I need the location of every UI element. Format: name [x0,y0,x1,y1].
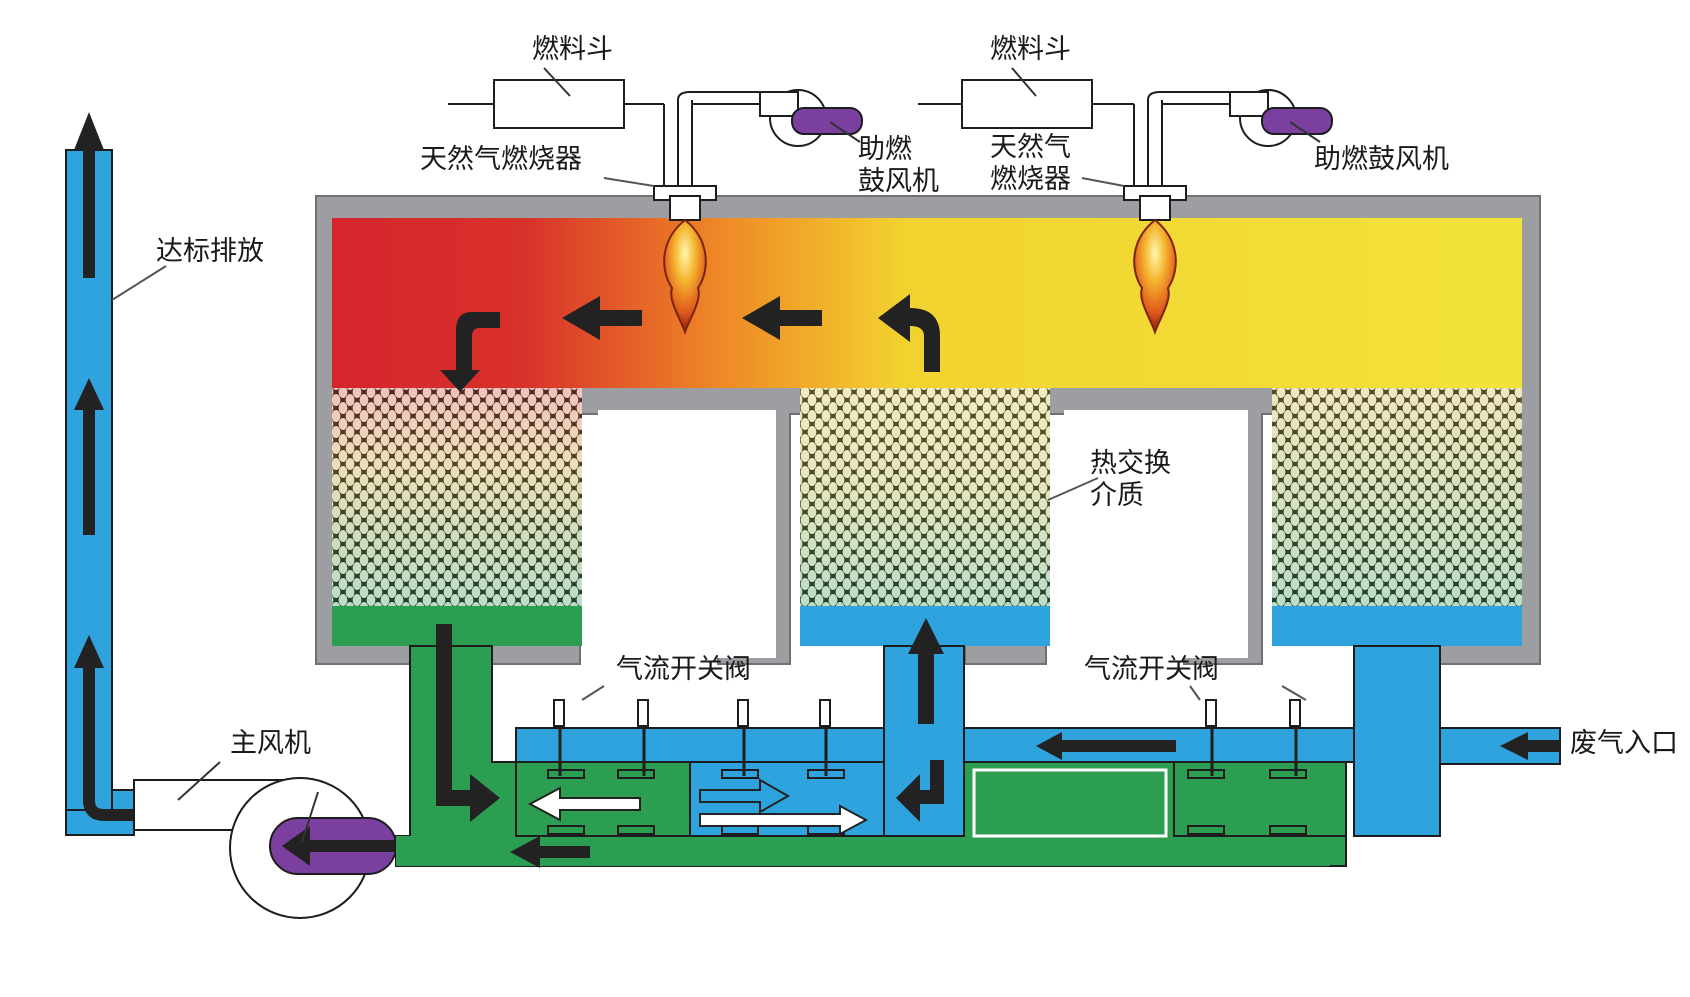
down-arrow-icon [440,312,500,392]
label-heat-media-line1: 热交换 [1090,448,1171,479]
down-arrow-icon [436,624,500,822]
label-burner-left: 天然气燃烧器 [420,144,582,175]
label-blower-left-line1: 助燃 [858,134,912,165]
fuel-hopper-left [448,67,665,186]
blower-right [1229,89,1333,147]
flow-arrows [436,294,1560,868]
label-valve-right: 气流开关阀 [1084,654,1219,685]
main-fan [133,761,397,919]
up-arrow-icon [74,635,104,668]
flame-icon [1133,218,1177,335]
label-burner-right-line1: 天然气 [990,132,1071,163]
heat-bed-right [1272,388,1522,646]
label-inlet: 废气入口 [1570,728,1678,759]
burner-left [653,91,780,335]
leader-lines [111,177,1307,701]
label-blower-right: 助燃鼓风机 [1314,144,1449,175]
left-arrow-icon [1036,732,1176,760]
heat-bed-left [332,388,582,646]
turn-arrow-icon [878,294,940,372]
fuel-hopper-right [918,67,1135,186]
blower-left [759,89,863,147]
left-arrow-icon [510,836,590,868]
left-arrow-icon [562,296,642,340]
exhaust-stack [65,112,135,836]
burner-right [1123,91,1248,335]
left-arrow-icon [282,826,396,866]
label-main-fan: 主风机 [230,728,311,759]
label-blower-left-line2: 鼓风机 [858,166,939,197]
label-burner-right-line2: 燃烧器 [990,164,1071,195]
left-arrow-icon [1500,732,1560,760]
label-exhaust: 达标排放 [156,236,264,267]
label-heat-media-line2: 介质 [1090,480,1144,511]
up-arrow-icon [908,618,944,724]
left-arrow-icon [742,296,822,340]
up-arrow-icon [74,112,104,150]
up-arrow-icon [74,378,104,410]
label-valve-left: 气流开关阀 [616,654,751,685]
flame-icon [663,218,707,335]
duct-system [395,645,1561,867]
up-arrow-icon [896,760,944,822]
heat-bed-middle [800,388,1050,646]
label-fuel-hopper-left: 燃料斗 [532,34,613,65]
label-fuel-hopper-right: 燃料斗 [990,34,1071,65]
